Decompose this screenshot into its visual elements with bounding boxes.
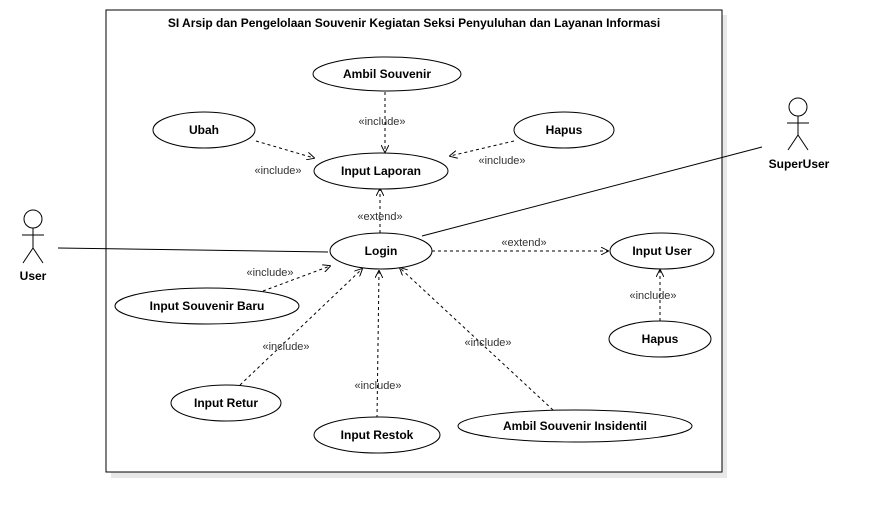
- use-case-label: Input User: [632, 244, 692, 258]
- use-case-input-souvenir-baru[interactable]: Input Souvenir Baru: [114, 287, 300, 325]
- use-case-input-restok[interactable]: Input Restok: [313, 416, 441, 454]
- actor-superuser[interactable]: [787, 97, 809, 151]
- actor-superuser-leg-right: [797, 134, 809, 151]
- use-case-label: Hapus: [546, 123, 583, 137]
- association-user-login: [57, 247, 329, 253]
- use-case-ambil-souvenir-insidentil[interactable]: Ambil Souvenir Insidentil: [457, 409, 693, 443]
- stereotype-include-hapus-user: «include»: [629, 290, 676, 302]
- use-case-login[interactable]: Login: [329, 232, 433, 270]
- use-case-ambil-souvenir[interactable]: Ambil Souvenir: [312, 56, 462, 92]
- include-input-retur: [239, 269, 362, 386]
- use-case-label: Input Retur: [194, 396, 258, 410]
- actor-superuser-label: SuperUser: [769, 157, 830, 171]
- actor-user[interactable]: [22, 209, 44, 264]
- use-case-input-retur[interactable]: Input Retur: [170, 384, 282, 422]
- use-case-label: Ambil Souvenir Insidentil: [503, 419, 647, 433]
- system-title: SI Arsip dan Pengelolaan Souvenir Kegiat…: [168, 16, 660, 30]
- association-superuser-input-laporan: [421, 146, 763, 237]
- stereotype-include-retur: «include»: [262, 341, 309, 353]
- stereotype-include-insidentil: «include»: [464, 337, 511, 349]
- use-case-input-laporan[interactable]: Input Laporan: [313, 152, 449, 190]
- include-ambil-souvenir-insidentil: [400, 268, 554, 411]
- actor-user-leg-left: [22, 247, 34, 264]
- use-case-input-user[interactable]: Input User: [609, 232, 715, 270]
- use-case-label: Ambil Souvenir: [343, 67, 431, 81]
- use-case-label: Input Souvenir Baru: [150, 299, 265, 313]
- actor-user-label: User: [20, 269, 47, 283]
- stereotype-include-ambil: «include»: [358, 116, 405, 128]
- include-input-restok: [377, 271, 379, 419]
- use-case-hapus-laporan[interactable]: Hapus: [513, 111, 615, 149]
- use-case-label: Input Restok: [341, 428, 414, 442]
- include-hapus-laporan: [450, 140, 515, 156]
- use-case-label: Input Laporan: [341, 164, 421, 178]
- actor-user-head: [23, 209, 43, 229]
- stereotype-include-restok: «include»: [354, 380, 401, 392]
- include-ubah: [255, 140, 314, 158]
- stereotype-include-hapus: «include»: [478, 155, 525, 167]
- stereotype-extend-user: «extend»: [501, 237, 546, 249]
- use-case-label: Ubah: [189, 123, 219, 137]
- actor-user-leg-right: [32, 247, 44, 264]
- actor-superuser-head: [788, 97, 808, 117]
- stereotype-include-souvenir-baru: «include»: [246, 267, 293, 279]
- use-case-label: Hapus: [642, 332, 679, 346]
- use-case-ubah[interactable]: Ubah: [152, 111, 256, 149]
- use-case-label: Login: [365, 244, 398, 258]
- stereotype-include-ubah: «include»: [254, 165, 301, 177]
- stereotype-extend-laporan: «extend»: [357, 211, 402, 223]
- use-case-hapus-user[interactable]: Hapus: [608, 320, 712, 358]
- actor-superuser-leg-left: [787, 134, 799, 151]
